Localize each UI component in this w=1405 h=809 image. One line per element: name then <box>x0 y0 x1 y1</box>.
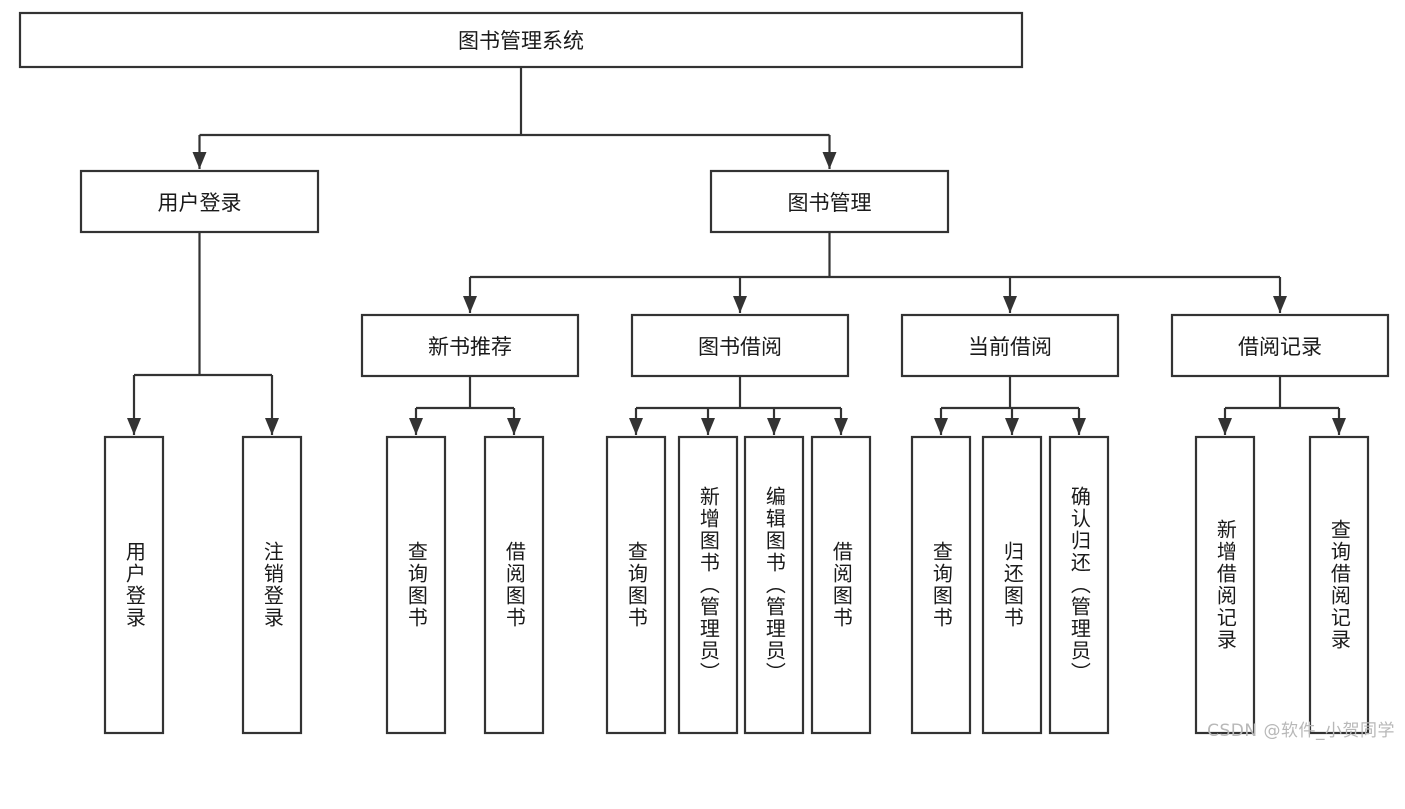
node-add-book-admin[interactable] <box>677 435 739 735</box>
node-current-borrow[interactable] <box>900 313 1120 378</box>
node-user-logout-action[interactable] <box>241 435 303 735</box>
arrow-head-icon-user-login-0 <box>127 418 141 435</box>
node-new-book-recommend[interactable] <box>360 313 580 378</box>
node-return-book[interactable] <box>981 435 1043 735</box>
node-user-login[interactable] <box>79 169 320 234</box>
arrow-head-icon-borrow-record-1 <box>1332 418 1346 435</box>
nodes-layer <box>18 11 1390 735</box>
node-confirm-return-admin[interactable] <box>1048 435 1110 735</box>
node-query-book-3[interactable] <box>910 435 972 735</box>
arrow-head-icon-book-borrow-1 <box>701 418 715 435</box>
arrow-head-icon-root-0 <box>192 152 207 169</box>
connectors-layer <box>127 67 1346 435</box>
node-root-system[interactable] <box>18 11 1024 69</box>
node-query-book-2[interactable] <box>605 435 667 735</box>
arrow-head-icon-book-borrow-0 <box>629 418 643 435</box>
org-chart-svg <box>18 11 1390 735</box>
arrow-head-icon-manage-3 <box>1273 296 1287 313</box>
node-edit-book-admin[interactable] <box>743 435 805 735</box>
arrow-head-icon-manage-1 <box>733 296 747 313</box>
arrow-head-icon-manage-0 <box>463 296 477 313</box>
arrow-head-icon-root-1 <box>822 152 837 169</box>
arrow-head-icon-user-login-1 <box>265 418 279 435</box>
arrow-head-icon-book-borrow-2 <box>767 418 781 435</box>
arrow-head-icon-borrow-record-0 <box>1218 418 1232 435</box>
diagram-canvas: 图书管理系统用户登录图书管理新书推荐图书借阅当前借阅借阅记录用户登录注销登录查询… <box>18 11 1395 741</box>
arrow-head-icon-manage-2 <box>1003 296 1017 313</box>
node-add-borrow-record[interactable] <box>1194 435 1256 735</box>
node-borrow-book-2[interactable] <box>810 435 872 735</box>
node-user-login-action[interactable] <box>103 435 165 735</box>
arrow-head-icon-new-book-recommend-1 <box>507 418 521 435</box>
node-borrow-book-1[interactable] <box>483 435 545 735</box>
node-query-book-1[interactable] <box>385 435 447 735</box>
arrow-head-icon-current-borrow-0 <box>934 418 948 435</box>
arrow-head-icon-current-borrow-1 <box>1005 418 1019 435</box>
watermark-label: CSDN @软件_小贺同学 <box>1207 721 1395 741</box>
node-borrow-record[interactable] <box>1170 313 1390 378</box>
node-book-manage[interactable] <box>709 169 950 234</box>
node-query-borrow-record[interactable] <box>1308 435 1370 735</box>
arrow-head-icon-book-borrow-3 <box>834 418 848 435</box>
node-book-borrow[interactable] <box>630 313 850 378</box>
arrow-head-icon-current-borrow-2 <box>1072 418 1086 435</box>
arrow-head-icon-new-book-recommend-0 <box>409 418 423 435</box>
